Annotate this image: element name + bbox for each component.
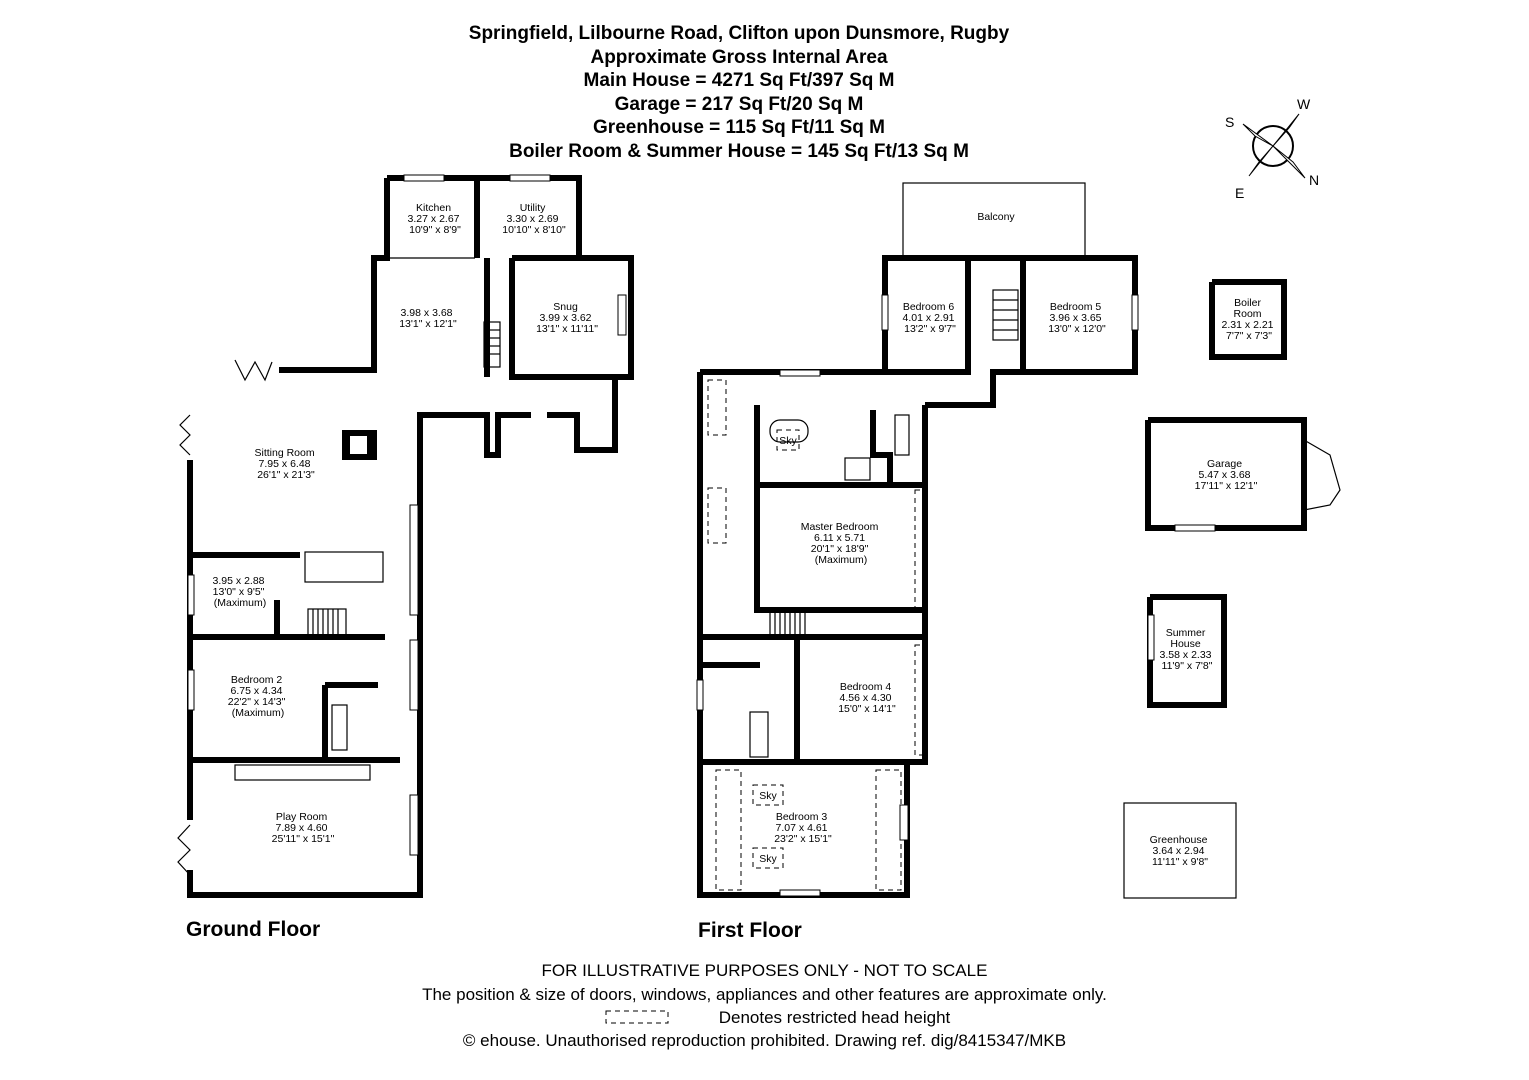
kitchen-label: Kitchen 3.27 x 2.67 10'9" x 8'9" xyxy=(408,202,463,236)
bedroom-6-label: Bedroom 6 4.01 x 2.91 13'2" x 9'7" xyxy=(903,301,958,335)
sitting-room-label: Sitting Room 7.95 x 6.48 26'1" x 21'3" xyxy=(254,447,317,481)
greenhouse-label: Greenhouse 3.64 x 2.94 11'11" x 9'8" xyxy=(1150,834,1211,868)
master-bedroom-label: Master Bedroom 6.11 x 5.71 20'1" x 18'9"… xyxy=(801,521,882,566)
ground-floor-label: Ground Floor xyxy=(186,918,321,941)
play-room-label: Play Room 7.89 x 4.60 25'11" x 15'1" xyxy=(272,811,335,845)
skylight-label: Sky xyxy=(759,853,777,865)
room-labels: Kitchen 3.27 x 2.67 10'9" x 8'9" Utility… xyxy=(213,202,1277,868)
first-floor-plan xyxy=(696,182,1139,898)
bedroom-3-label: Bedroom 3 7.07 x 4.61 23'2" x 15'1" xyxy=(774,811,832,845)
balcony-label: Balcony xyxy=(977,211,1015,223)
approximation-note: The position & size of doors, windows, a… xyxy=(422,985,1107,1004)
first-floor-label: First Floor xyxy=(698,919,802,942)
ground-floor-plan xyxy=(177,174,634,898)
bedroom-5-label: Bedroom 5 3.96 x 3.65 13'0" x 12'0" xyxy=(1048,301,1106,335)
compass-rose-icon: S W E N xyxy=(1225,96,1319,201)
utility-label: Utility 3.30 x 2.69 10'10" x 8'10" xyxy=(502,202,566,236)
snug-label: Snug 3.99 x 3.62 13'1" x 11'11" xyxy=(536,301,598,335)
hall-room-label: 3.98 x 3.68 13'1" x 12'1" xyxy=(399,307,457,330)
garage-label: Garage 5.47 x 3.68 17'11" x 12'1" xyxy=(1195,458,1258,492)
restricted-height-legend-swatch xyxy=(605,1010,669,1024)
compass-south: S xyxy=(1225,114,1234,130)
disclaimer-text: FOR ILLUSTRATIVE PURPOSES ONLY - NOT TO … xyxy=(541,961,988,980)
summer-house-label: Summer House 3.58 x 2.33 11'9" x 7'8" xyxy=(1160,627,1215,672)
bedroom-4-label: Bedroom 4 4.56 x 4.30 15'0" x 14'1" xyxy=(838,681,896,715)
property-address: Springfield, Lilbourne Road, Clifton upo… xyxy=(468,23,1010,44)
garage-area: Garage = 217 Sq Ft/20 Sq M xyxy=(614,93,864,115)
skylight-label: Sky xyxy=(759,790,777,802)
area-title: Approximate Gross Internal Area xyxy=(590,46,888,68)
boiler-summer-area: Boiler Room & Summer House = 145 Sq Ft/1… xyxy=(509,140,969,162)
compass-west: W xyxy=(1297,96,1311,112)
restricted-height-legend: Denotes restricted head height xyxy=(718,1008,951,1027)
compass-north: N xyxy=(1309,172,1319,188)
main-house-area: Main House = 4271 Sq Ft/397 Sq M xyxy=(583,70,895,92)
compass-east: E xyxy=(1235,185,1244,200)
plan-header: Springfield, Lilbourne Road, Clifton upo… xyxy=(0,22,1478,164)
copyright-text: © ehouse. Unauthorised reproduction proh… xyxy=(462,1031,1067,1050)
bedroom-2-label: Bedroom 2 6.75 x 4.34 22'2" x 14'3" (Max… xyxy=(228,674,289,719)
skylight-label: Sky xyxy=(779,435,797,447)
study-label: 3.95 x 2.88 13'0" x 9'5" (Maximum) xyxy=(213,575,268,609)
outbuildings-plan xyxy=(1123,279,1341,899)
boiler-room-label: Boiler Room 2.31 x 2.21 7'7" x 7'3" xyxy=(1222,297,1277,342)
compass: S W E N xyxy=(1215,90,1335,201)
greenhouse-area: Greenhouse = 115 Sq Ft/11 Sq M xyxy=(593,117,885,139)
